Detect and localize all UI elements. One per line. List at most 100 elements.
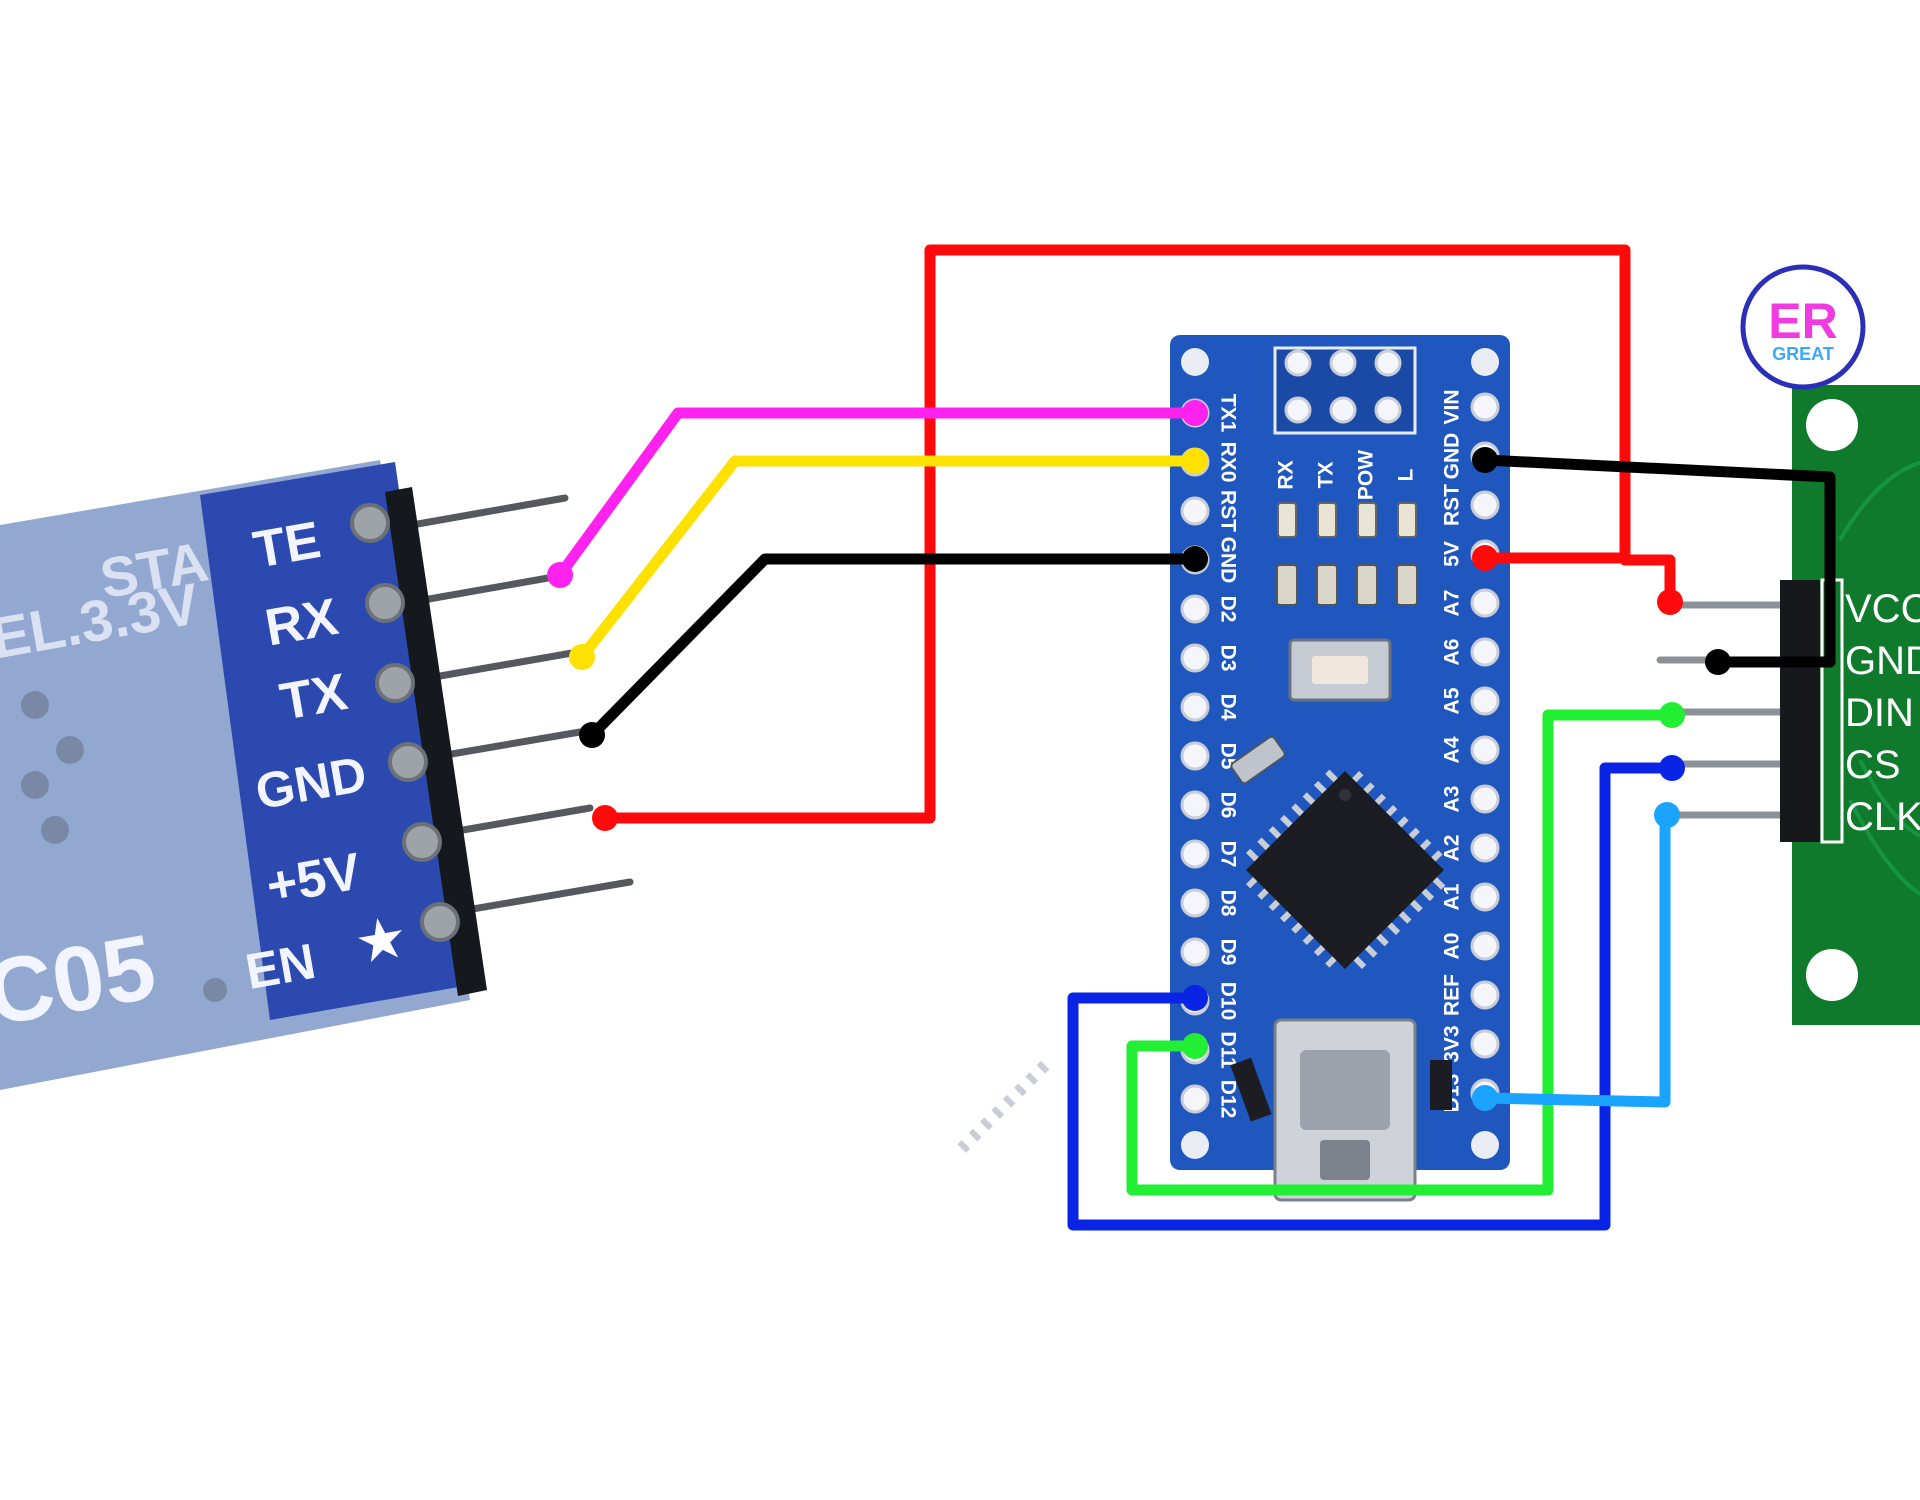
nano-pin-hole xyxy=(1470,686,1500,716)
nano-pin-label: A4 xyxy=(1441,736,1464,763)
max7219-mount-hole xyxy=(1806,949,1858,1001)
logo-text-er: ER xyxy=(1768,293,1837,349)
hc05-pin-label-tx: TX xyxy=(276,663,352,732)
nano-pin-label: A1 xyxy=(1441,883,1464,910)
max7219-pin-label-gnd: GND xyxy=(1845,639,1920,683)
nano-pin-label: D7 xyxy=(1216,841,1239,868)
wire-end-dot xyxy=(547,562,573,588)
nano-pin-hole xyxy=(1180,790,1210,820)
nano-pin-hole xyxy=(1180,888,1210,918)
nano-pin-label: A7 xyxy=(1441,590,1464,617)
wire-yellow-rx xyxy=(576,455,1201,663)
max7219-traces xyxy=(1838,460,1920,897)
wire-end-dot xyxy=(1659,702,1685,728)
nano-pin-label: A5 xyxy=(1441,687,1464,714)
nano-pin-label: A0 xyxy=(1441,933,1464,960)
nano-pin-hole xyxy=(1470,980,1500,1010)
nano-pin-label: RST xyxy=(1441,484,1464,526)
wire-end-dot xyxy=(1654,802,1680,828)
nano-crystal xyxy=(1230,735,1286,785)
wire-end-dot xyxy=(1182,546,1208,572)
wire-end-dot xyxy=(1182,400,1208,426)
nano-right-pin-holes xyxy=(1470,392,1500,1108)
wires xyxy=(554,244,1836,1231)
nano-pin-label: RX0 xyxy=(1216,442,1239,483)
wire-end-dot xyxy=(1472,447,1498,473)
nano-mount-hole xyxy=(1181,1131,1209,1159)
nano-resistors xyxy=(1276,564,1418,606)
nano-pin-label: A6 xyxy=(1441,639,1464,666)
wire-lightblue-clk xyxy=(1479,809,1671,1108)
wire-end-dot xyxy=(1182,985,1208,1011)
wire-red-5v xyxy=(599,244,1676,824)
hc05-pin-label-en: EN xyxy=(241,933,319,1000)
nano-pin-label: GND xyxy=(1441,433,1464,480)
nano-pin-hole xyxy=(1470,882,1500,912)
max7219-pin-label-vcc: VCC xyxy=(1845,587,1920,631)
nano-pin-label: REF xyxy=(1441,974,1464,1016)
nano-pin-label: D4 xyxy=(1216,694,1239,721)
nano-leds: RX TX POW L xyxy=(1275,450,1418,538)
logo-text-great: GREAT xyxy=(1772,344,1834,364)
nano-led-label: L xyxy=(1395,468,1418,481)
wire-end-dot xyxy=(1472,1085,1498,1111)
hc05-pin-label-te: TE xyxy=(249,511,325,580)
nano-led-label: POW xyxy=(1355,450,1378,500)
wire-black-gnd-max xyxy=(1479,454,1836,668)
wire-end-dot xyxy=(592,805,618,831)
wire-end-dot xyxy=(569,644,595,670)
wire-end-dot xyxy=(1182,448,1208,474)
nano-pin-label: 3V3 xyxy=(1441,1025,1464,1062)
nano-board xyxy=(1170,335,1510,1170)
nano-led-label: RX xyxy=(1275,460,1298,489)
nano-led xyxy=(1317,502,1337,538)
nano-diode xyxy=(1430,1060,1452,1110)
hc05-header-strip xyxy=(385,487,487,996)
nano-pin-hole xyxy=(1180,643,1210,673)
wire-blue-cs xyxy=(1067,762,1676,1231)
nano-pin-label: VIN xyxy=(1441,389,1464,424)
nano-reset-button xyxy=(1288,638,1392,702)
nano-pin-hole xyxy=(1470,833,1500,863)
nano-pin-label: RST xyxy=(1216,490,1239,532)
nano-led xyxy=(1397,502,1417,538)
wire-end-dot xyxy=(579,722,605,748)
nano-led-label: TX xyxy=(1315,462,1338,489)
nano-led xyxy=(1357,502,1377,538)
wire-magenta-tx xyxy=(554,407,1201,581)
nano-pin-hole xyxy=(1470,784,1500,814)
nano-pin-label: D3 xyxy=(1216,645,1239,672)
wire-end-dot xyxy=(1705,649,1731,675)
star-icon: ★ xyxy=(349,902,412,978)
nano-pin-label: 5V xyxy=(1441,541,1464,567)
nano-pin-hole xyxy=(1470,588,1500,618)
nano-mount-hole xyxy=(1181,348,1209,376)
nano-pin-hole xyxy=(1180,692,1210,722)
nano-usb-port xyxy=(1273,1018,1417,1202)
nano-pin-label: A3 xyxy=(1441,786,1464,813)
nano-icsp-pins xyxy=(1284,349,1402,424)
wire-end-dots xyxy=(547,400,1731,1111)
wire-end-dot xyxy=(1182,1033,1208,1059)
nano-pin-label: TX1 xyxy=(1216,394,1239,433)
nano-pin-label: D12 xyxy=(1216,1080,1239,1119)
wire-end-dot xyxy=(1472,545,1498,571)
nano-pin-label: D11 xyxy=(1216,1031,1239,1069)
hc05-module: EL.3.3V STA HC05 TE RX TX GND +5V EN ★ xyxy=(0,460,634,1090)
nano-microcontroller xyxy=(957,769,1446,1153)
max7219-pin-label-cs: CS xyxy=(1845,743,1901,787)
nano-pin-label: D6 xyxy=(1216,792,1239,819)
nano-mount-hole xyxy=(1471,348,1499,376)
nano-pin-hole xyxy=(1470,637,1500,667)
max7219-module: VCC GND DIN CS CLK xyxy=(1656,385,1920,1025)
nano-pin-hole xyxy=(1180,1084,1210,1114)
wire-black-gnd-hc05 xyxy=(586,553,1201,741)
max7219-pin-label-din: DIN xyxy=(1845,691,1914,735)
nano-pin-hole xyxy=(1470,735,1500,765)
logo-ring xyxy=(1740,264,1866,390)
nano-pin-hole xyxy=(1180,937,1210,967)
nano-mount-hole xyxy=(1471,1131,1499,1159)
max7219-mount-hole xyxy=(1806,399,1858,451)
